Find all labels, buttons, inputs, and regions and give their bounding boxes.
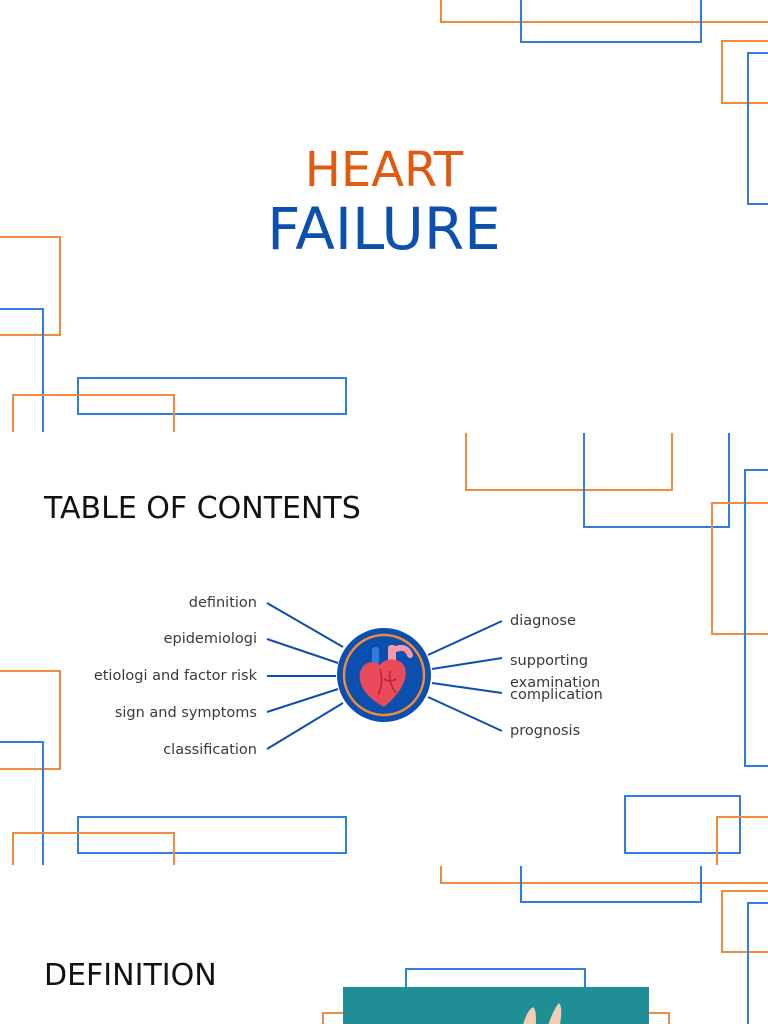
toc-connector-lines [266, 602, 503, 750]
deco-frame [716, 816, 768, 865]
connector-line [427, 696, 503, 732]
toc-item-prognosis: prognosis [510, 723, 581, 739]
title-slide: HEART FAILURE [0, 0, 768, 432]
connector-line [427, 620, 503, 656]
deco-frame [624, 795, 741, 854]
deco-frame [440, 866, 768, 884]
title-heart: HEART [304, 142, 464, 198]
deco-frame [12, 394, 175, 432]
deco-frame [711, 502, 768, 635]
deco-frame [77, 377, 347, 415]
toc-item-etiologi: etiologi and factor risk [93, 668, 257, 684]
toc-item-sign-symptoms: sign and symptoms [114, 705, 257, 721]
deco-frame [520, 866, 702, 903]
toc-item-diagnose: diagnose [510, 613, 576, 629]
deco-frame [721, 890, 768, 953]
connector-line [266, 702, 344, 750]
deco-frame [744, 469, 768, 767]
toc-item-supporting-examination: supporting examination [510, 653, 601, 691]
deco-frame [440, 0, 768, 23]
deco-frame [77, 816, 347, 854]
definition-slide: DEFINITION [0, 866, 768, 1024]
deco-frame [583, 433, 730, 528]
connector-line [431, 657, 503, 670]
toc-item-classification: classification [163, 742, 257, 758]
definition-heading: DEFINITION [44, 958, 217, 993]
toc-slide: TABLE OF CONTENTS [0, 433, 768, 865]
connector-line [266, 638, 339, 664]
title-failure: FAILURE [267, 195, 501, 263]
connector-line [266, 688, 339, 713]
connector-line [266, 602, 344, 648]
toc-item-complication: complication [510, 687, 603, 703]
connector-line [431, 682, 503, 694]
heart-icon [336, 627, 432, 723]
deco-frame [0, 236, 61, 336]
deco-frame [0, 670, 61, 770]
definition-photo [343, 987, 649, 1024]
deco-frame [721, 40, 768, 104]
toc-item-definition: definition [188, 595, 257, 611]
deco-frame [465, 433, 673, 491]
deco-frame [520, 0, 702, 43]
deco-frame [0, 308, 44, 432]
deco-frame [0, 741, 44, 865]
toc-item-epidemiologi: epidemiologi [163, 631, 257, 647]
toc-heading: TABLE OF CONTENTS [44, 491, 361, 526]
deco-frame [12, 832, 175, 865]
deco-frame [747, 902, 768, 1024]
deco-frame [747, 52, 768, 205]
